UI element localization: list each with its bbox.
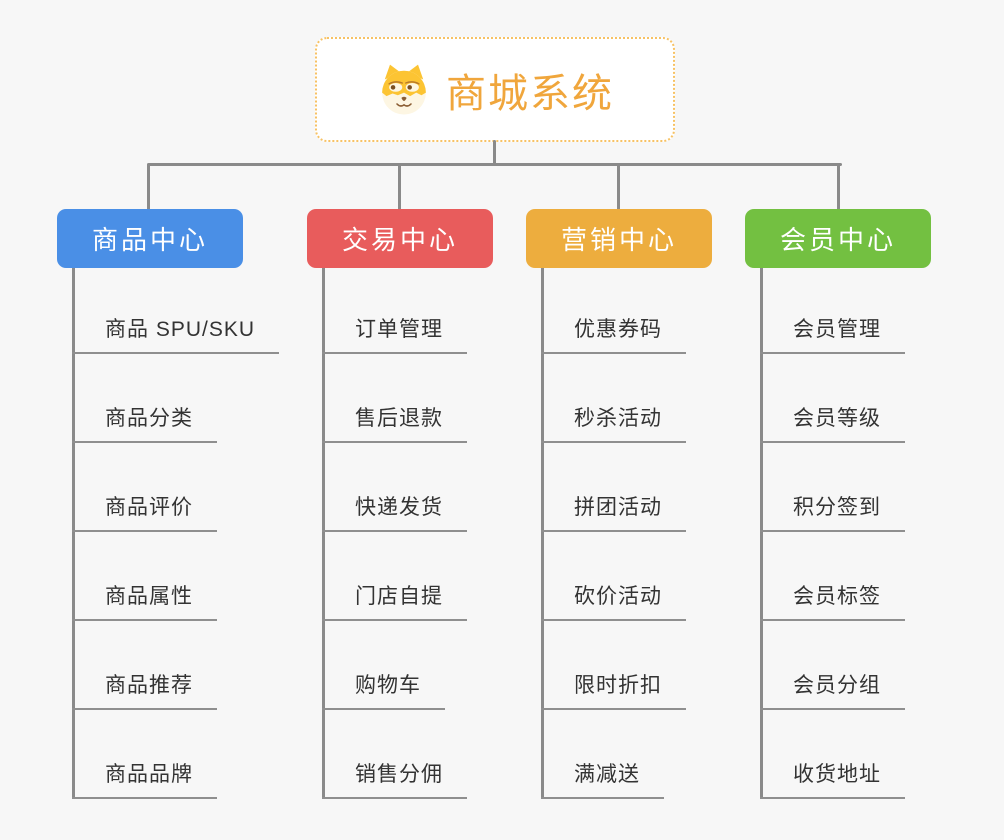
branch-node-marketing-center[interactable]: 营销中心 (526, 209, 712, 268)
leaf-node[interactable]: 售后退款 (322, 405, 467, 443)
leaf-node[interactable]: 优惠券码 (541, 316, 686, 354)
leaf-node[interactable]: 会员管理 (760, 316, 905, 354)
connector-rail (148, 163, 842, 166)
branch-label: 商品中心 (91, 225, 208, 255)
branch-label: 交易中心 (341, 225, 458, 255)
leaf-node[interactable]: 会员等级 (760, 405, 905, 443)
leaf-node[interactable]: 门店自提 (322, 583, 467, 621)
leaf-node[interactable]: 商品推荐 (72, 672, 217, 710)
connector-trunk (72, 268, 75, 799)
shiba-dog-icon (382, 64, 426, 114)
branch-children-trade-center: 订单管理 售后退款 快递发货 门店自提 购物车 销售分佣 (322, 268, 572, 803)
connector-root-stem (493, 140, 496, 165)
leaf-node[interactable]: 商品分类 (72, 405, 217, 443)
leaf-node[interactable]: 满减送 (541, 761, 664, 799)
branch-node-trade-center[interactable]: 交易中心 (307, 209, 493, 268)
leaf-node[interactable]: 快递发货 (322, 494, 467, 532)
leaf-node[interactable]: 砍价活动 (541, 583, 686, 621)
leaf-node[interactable]: 会员分组 (760, 672, 905, 710)
connector-drop-marketing (617, 163, 620, 211)
connector-drop-member (837, 163, 840, 211)
leaf-node[interactable]: 销售分佣 (322, 761, 467, 799)
branch-node-member-center[interactable]: 会员中心 (745, 209, 931, 268)
branch-label: 营销中心 (560, 225, 677, 255)
leaf-node[interactable]: 秒杀活动 (541, 405, 686, 443)
leaf-node[interactable]: 购物车 (322, 672, 445, 710)
connector-drop-trade (398, 163, 401, 211)
branch-children-marketing-center: 优惠券码 秒杀活动 拼团活动 砍价活动 限时折扣 满减送 (541, 268, 791, 803)
connector-trunk (322, 268, 325, 799)
branch-children-product-center: 商品 SPU/SKU 商品分类 商品评价 商品属性 商品推荐 商品品牌 (72, 268, 322, 803)
branch-node-product-center[interactable]: 商品中心 (57, 209, 243, 268)
leaf-node[interactable]: 商品评价 (72, 494, 217, 532)
root-title: 商城系统 (446, 71, 614, 116)
branch-label: 会员中心 (779, 225, 896, 255)
leaf-node[interactable]: 商品属性 (72, 583, 217, 621)
leaf-node[interactable]: 商品品牌 (72, 761, 217, 799)
connector-drop-product (147, 163, 150, 211)
connector-trunk (541, 268, 544, 799)
leaf-node[interactable]: 积分签到 (760, 494, 905, 532)
leaf-node[interactable]: 拼团活动 (541, 494, 686, 532)
leaf-node[interactable]: 订单管理 (322, 316, 467, 354)
branch-children-member-center: 会员管理 会员等级 积分签到 会员标签 会员分组 收货地址 (760, 268, 1004, 803)
leaf-node[interactable]: 收货地址 (760, 761, 905, 799)
connector-trunk (760, 268, 763, 799)
leaf-node[interactable]: 会员标签 (760, 583, 905, 621)
leaf-node[interactable]: 商品 SPU/SKU (72, 316, 280, 354)
leaf-node[interactable]: 限时折扣 (541, 672, 686, 710)
root-node[interactable]: 商城系统 (315, 37, 675, 142)
